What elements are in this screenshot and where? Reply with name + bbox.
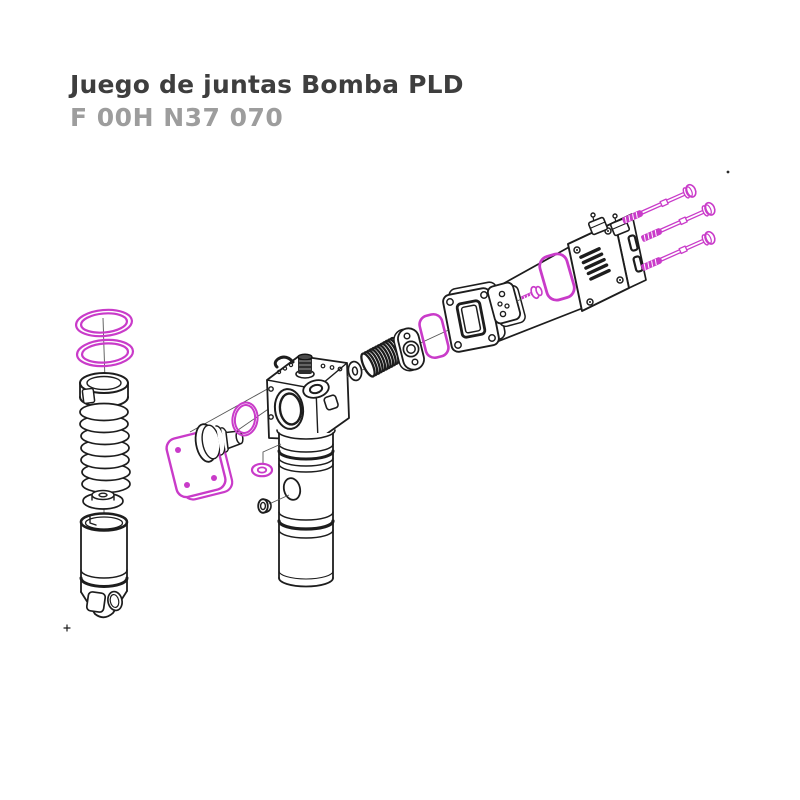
roller-tappet xyxy=(79,512,129,619)
left-assembly xyxy=(63,308,135,632)
side-port-hole xyxy=(282,477,302,501)
pump-body xyxy=(266,353,350,441)
valve-flange xyxy=(393,327,425,372)
side-tab xyxy=(323,394,339,411)
page-title: Juego de juntas Bomba PLD xyxy=(70,70,464,99)
part-number: F 00H N37 070 xyxy=(70,103,284,132)
end-block xyxy=(567,212,647,312)
spring-seat xyxy=(82,489,124,510)
connector-clamp xyxy=(587,212,609,236)
sealing-screw xyxy=(515,285,543,303)
center-line xyxy=(102,317,106,381)
title-block: Juego de juntas Bomba PLD F 00H N37 070 xyxy=(70,70,464,132)
side-slot xyxy=(627,234,639,252)
housing-bottom-edge xyxy=(498,307,584,342)
pump-barrel xyxy=(276,429,336,588)
plug xyxy=(257,494,290,514)
inlet-port xyxy=(455,299,487,339)
o-ring-lower xyxy=(75,338,135,368)
flat-sealing-washer xyxy=(250,443,282,478)
stud-bolt-1 xyxy=(622,183,697,224)
coil-spring-left xyxy=(79,402,131,494)
stud-bolt-2 xyxy=(641,201,716,242)
eyelet-lug xyxy=(302,379,330,399)
o-ring-upper xyxy=(74,308,134,338)
side-slot xyxy=(632,255,644,273)
plunger xyxy=(194,423,244,463)
registration-mark xyxy=(63,624,71,632)
stud-bolt-3 xyxy=(641,230,716,271)
port-gasket-rear xyxy=(538,252,576,302)
bore-hole xyxy=(273,388,305,430)
retaining-split-ring xyxy=(79,372,129,408)
plunger-o-ring xyxy=(231,401,259,437)
right-assembly xyxy=(346,170,730,382)
center-assembly xyxy=(165,353,350,588)
valve-washer xyxy=(347,360,363,382)
registration-mark xyxy=(726,170,730,174)
cover-plate-small xyxy=(486,281,526,328)
port-gasket-front xyxy=(418,312,450,360)
